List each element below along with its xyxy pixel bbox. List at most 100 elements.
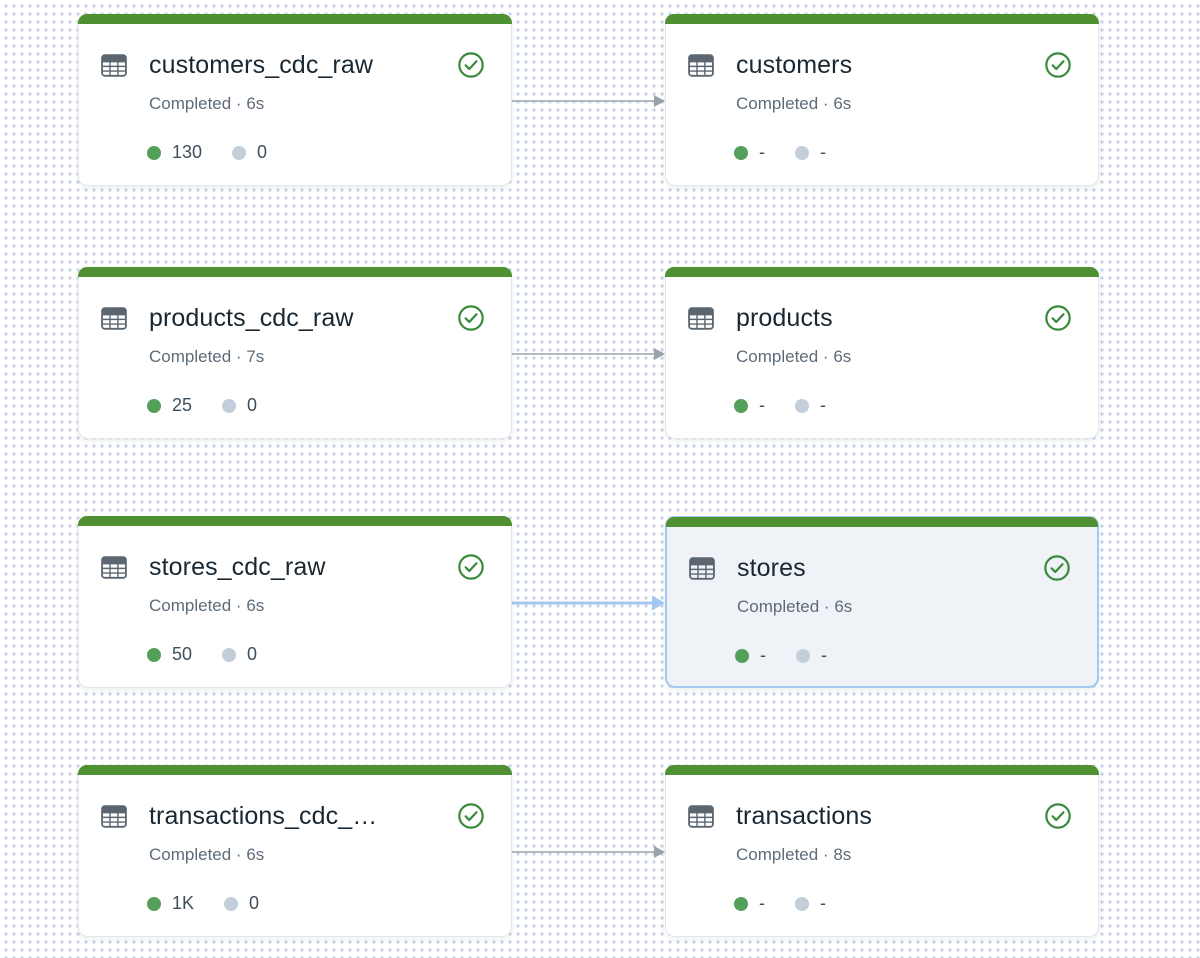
gray-dot-icon — [795, 398, 809, 413]
table-icon — [688, 804, 714, 828]
gray-dot-icon — [795, 145, 809, 160]
node-status: Completed · 7s — [149, 347, 265, 366]
node-metrics: 1K 0 — [147, 893, 485, 914]
rows-written-value: 1K — [172, 893, 195, 913]
status-color-bar — [665, 14, 1099, 24]
node-title: transactions_cdc_… — [149, 801, 378, 830]
metric-rows-dropped: 0 — [232, 142, 267, 163]
gray-dot-icon — [232, 145, 247, 160]
node-metrics: 50 0 — [147, 644, 485, 665]
metric-rows-written: 50 — [147, 644, 192, 665]
node-title: products — [736, 303, 833, 332]
node-customers-cdc-raw[interactable]: customers_cdc_raw Completed · 6s 130 0 — [78, 14, 512, 186]
metric-rows-written: 1K — [147, 893, 194, 914]
check-circle-icon — [457, 553, 485, 581]
metric-rows-dropped: 0 — [224, 893, 259, 914]
table-icon — [101, 53, 127, 77]
status-color-bar — [665, 765, 1099, 775]
node-metrics: - - — [734, 395, 1072, 416]
status-color-bar — [78, 14, 512, 24]
metric-rows-dropped: 0 — [222, 644, 257, 665]
edge-arrow — [512, 95, 665, 107]
edge-arrow-selected — [512, 595, 665, 611]
rows-dropped-value: - — [821, 645, 827, 665]
rows-dropped-value: - — [820, 142, 826, 162]
metric-rows-dropped: 0 — [222, 395, 257, 416]
edge-arrow — [512, 846, 665, 858]
rows-written-value: 130 — [172, 142, 203, 162]
node-metrics: - - — [735, 645, 1071, 666]
node-status: Completed · 6s — [149, 596, 265, 615]
rows-written-value: - — [759, 142, 765, 162]
metric-rows-written: - — [735, 645, 766, 666]
node-status: Completed · 6s — [149, 94, 265, 113]
check-circle-icon — [1044, 802, 1072, 830]
table-icon — [688, 306, 714, 330]
metric-rows-dropped: - — [795, 142, 826, 163]
rows-written-value: - — [759, 395, 765, 415]
node-title: stores_cdc_raw — [149, 552, 326, 581]
check-circle-icon — [1044, 304, 1072, 332]
status-color-bar — [665, 267, 1099, 277]
node-metrics: - - — [734, 142, 1072, 163]
node-products[interactable]: products Completed · 6s - - — [665, 267, 1099, 439]
status-color-bar — [78, 516, 512, 526]
node-transactions[interactable]: transactions Completed · 8s - - — [665, 765, 1099, 937]
metric-rows-written: 130 — [147, 142, 202, 163]
table-icon — [101, 804, 127, 828]
node-title: transactions — [736, 801, 872, 830]
node-stores[interactable]: stores Completed · 6s - - — [665, 516, 1099, 688]
rows-dropped-value: 0 — [249, 893, 260, 913]
node-transactions-cdc[interactable]: transactions_cdc_… Completed · 6s 1K 0 — [78, 765, 512, 937]
green-dot-icon — [147, 398, 161, 413]
green-dot-icon — [734, 145, 748, 160]
metric-rows-written: 25 — [147, 395, 192, 416]
check-circle-icon — [457, 51, 485, 79]
green-dot-icon — [734, 398, 748, 413]
rows-written-value: 25 — [172, 395, 193, 415]
node-products-cdc-raw[interactable]: products_cdc_raw Completed · 7s 25 0 — [78, 267, 512, 439]
gray-dot-icon — [222, 398, 237, 413]
node-metrics: 25 0 — [147, 395, 485, 416]
green-dot-icon — [147, 145, 161, 160]
table-icon — [101, 555, 127, 579]
check-circle-icon — [457, 304, 485, 332]
node-status: Completed · 8s — [736, 845, 852, 864]
node-title: customers — [736, 50, 853, 79]
table-icon — [101, 306, 127, 330]
check-circle-icon — [1043, 554, 1071, 582]
rows-dropped-value: - — [820, 893, 826, 913]
rows-dropped-value: 0 — [247, 395, 258, 415]
node-stores-cdc-raw[interactable]: stores_cdc_raw Completed · 6s 50 0 — [78, 516, 512, 688]
gray-dot-icon — [795, 896, 809, 911]
check-circle-icon — [1044, 51, 1072, 79]
node-status: Completed · 6s — [737, 597, 853, 616]
gray-dot-icon — [796, 648, 810, 663]
green-dot-icon — [735, 648, 749, 663]
metric-rows-written: - — [734, 893, 765, 914]
metric-rows-dropped: - — [795, 893, 826, 914]
node-metrics: 130 0 — [147, 142, 485, 163]
node-title: stores — [737, 553, 806, 582]
node-metrics: - - — [734, 893, 1072, 914]
green-dot-icon — [147, 896, 161, 911]
node-status: Completed · 6s — [736, 347, 852, 366]
gray-dot-icon — [222, 647, 237, 662]
status-color-bar — [78, 765, 512, 775]
rows-written-value: 50 — [172, 644, 193, 664]
metric-rows-written: - — [734, 142, 765, 163]
rows-written-value: - — [760, 645, 766, 665]
status-color-bar — [78, 267, 512, 277]
node-title: customers_cdc_raw — [149, 50, 374, 79]
node-customers[interactable]: customers Completed · 6s - - — [665, 14, 1099, 186]
rows-written-value: - — [759, 893, 765, 913]
status-color-bar — [666, 517, 1098, 527]
metric-rows-written: - — [734, 395, 765, 416]
rows-dropped-value: 0 — [247, 644, 258, 664]
table-icon — [689, 556, 715, 580]
check-circle-icon — [457, 802, 485, 830]
node-title: products_cdc_raw — [149, 303, 354, 332]
edge-arrow — [512, 348, 665, 360]
gray-dot-icon — [224, 896, 239, 911]
